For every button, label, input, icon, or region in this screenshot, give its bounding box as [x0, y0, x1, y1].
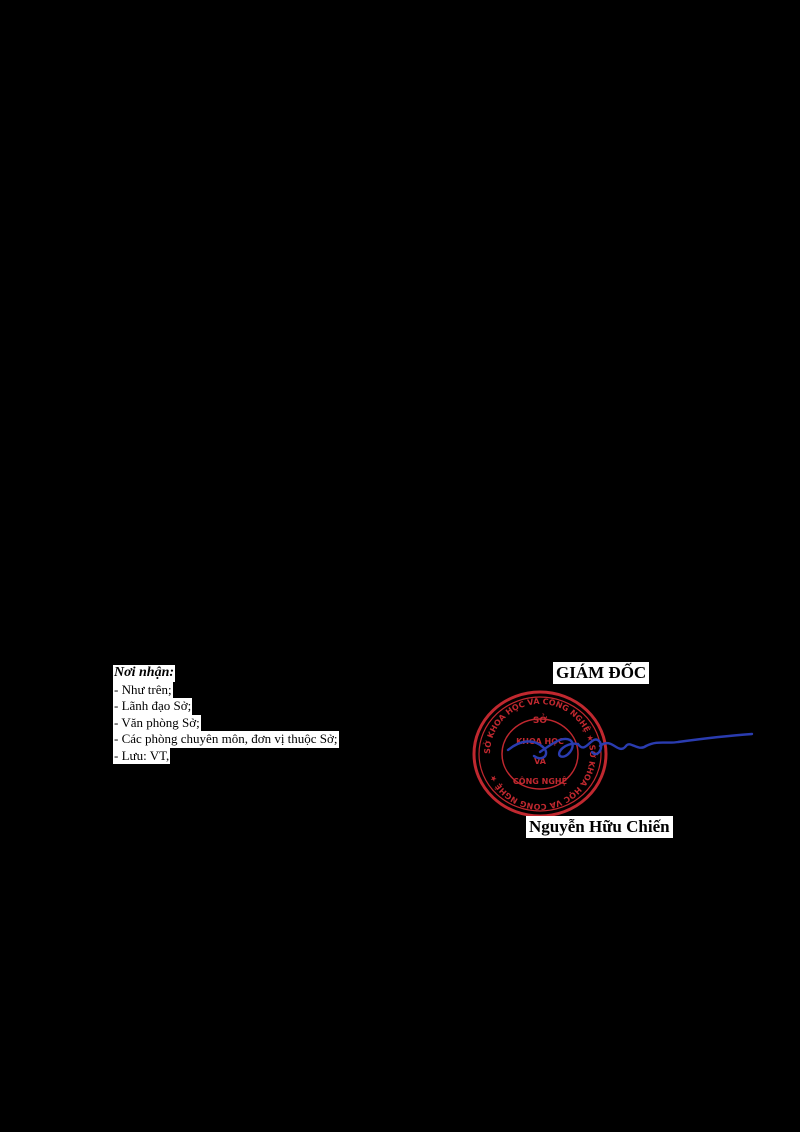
recipient-item: - Lưu: VT, [113, 747, 171, 764]
signature-stroke [538, 737, 580, 758]
signature-stroke [576, 738, 603, 756]
recipients-block: Nơi nhận: - Như trên; - Lãnh đạo Sở; - V… [113, 665, 339, 764]
signature-title: GIÁM ĐỐC [553, 662, 650, 684]
seal-center-line: KHOA HỌC [516, 737, 564, 746]
recipient-item: - Lãnh đạo Sở; [113, 698, 193, 715]
official-seal: SỞ KHOA HỌC VÀ CÔNG NGHỆ SỞ KHOA HỌC VÀ … [472, 690, 608, 818]
recipients-heading: Nơi nhận: [113, 665, 176, 682]
recipient-item: - Như trên; [113, 681, 173, 698]
redacted-text [182, 752, 224, 766]
handwritten-signature [506, 732, 754, 760]
recipient-item: - Văn phòng Sở; [113, 714, 201, 731]
signer-name: Nguyễn Hữu Chiến [526, 816, 673, 838]
seal-center-line: CÔNG NGHỆ [513, 775, 567, 786]
signature-stroke [506, 740, 548, 760]
recipient-item: - Các phòng chuyên môn, đơn vị thuộc Sở; [113, 731, 339, 748]
signature-stroke [598, 741, 648, 751]
signature-stroke [644, 732, 754, 748]
seal-middle-ring [478, 696, 602, 812]
seal-inner-ring [501, 718, 579, 790]
seal-center-line: VÀ [534, 755, 547, 766]
seal-center-line: SỞ [533, 713, 547, 726]
